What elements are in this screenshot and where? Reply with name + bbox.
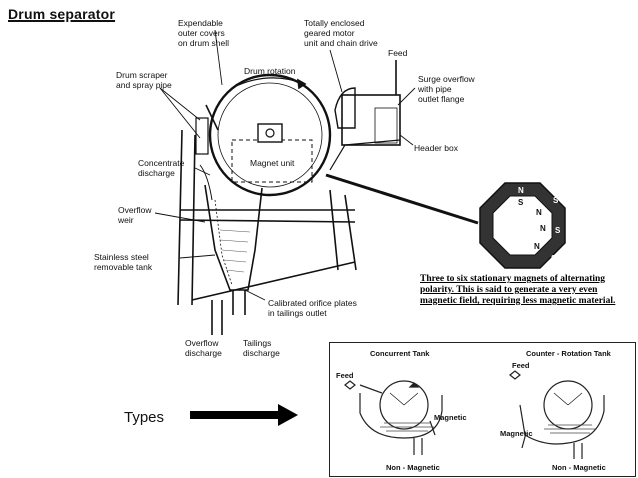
- counter-non-magnetic-label: Non - Magnetic: [552, 463, 606, 472]
- label-tailings-discharge: Tailings discharge: [243, 338, 280, 358]
- types-arrow: [190, 404, 298, 426]
- concurrent-non-magnetic-label: Non - Magnetic: [386, 463, 440, 472]
- label-drum-rotation: Drum rotation: [244, 66, 296, 76]
- pole-label: N: [518, 186, 524, 195]
- pole-label: S: [553, 196, 559, 205]
- concurrent-magnetic-label: Magnetic: [434, 413, 467, 422]
- types-label: Types: [124, 409, 165, 426]
- concurrent-feed-label: Feed: [336, 371, 354, 380]
- label-stainless-tank: Stainless steel removable tank: [94, 252, 153, 272]
- pole-label: N: [536, 208, 542, 217]
- pole-label: N: [534, 242, 540, 251]
- pole-label: S: [551, 254, 557, 263]
- counter-feed-label: Feed: [512, 361, 530, 370]
- label-surge-overflow: Surge overflow with pipe outlet flange: [418, 74, 475, 104]
- tank-types-inset: Concurrent Tank Feed Magnetic Non - Magn…: [329, 342, 636, 477]
- label-concentrate-discharge: Concentrate discharge: [138, 158, 185, 178]
- magnet-note: Three to six stationary magnets of alter…: [420, 274, 616, 306]
- pole-label: S: [518, 198, 524, 207]
- pole-label: N: [540, 224, 546, 233]
- tank-types-drawing: [344, 370, 605, 459]
- label-header-box: Header box: [414, 143, 458, 153]
- counter-magnetic-label: Magnetic: [500, 429, 533, 438]
- page-title: Drum separator: [8, 6, 116, 22]
- counter-title: Counter - Rotation Tank: [526, 349, 611, 358]
- label-orifice-plates: Calibrated orifice plates in tailings ou…: [268, 298, 357, 318]
- label-overflow-weir: Overflow weir: [118, 205, 152, 225]
- label-magnet-unit: Magnet unit: [250, 158, 295, 168]
- concurrent-title: Concurrent Tank: [370, 349, 430, 358]
- pole-label: S: [555, 226, 561, 235]
- label-overflow-discharge: Overflow discharge: [185, 338, 222, 358]
- label-geared-motor: Totally enclosed geared motor unit and c…: [304, 18, 378, 48]
- magnet-cross-section: [479, 182, 566, 269]
- label-feed: Feed: [388, 48, 408, 58]
- label-expendable-covers: Expendable outer covers on drum shell: [178, 18, 230, 48]
- label-drum-scraper: Drum scraper and spray pipe: [116, 70, 172, 90]
